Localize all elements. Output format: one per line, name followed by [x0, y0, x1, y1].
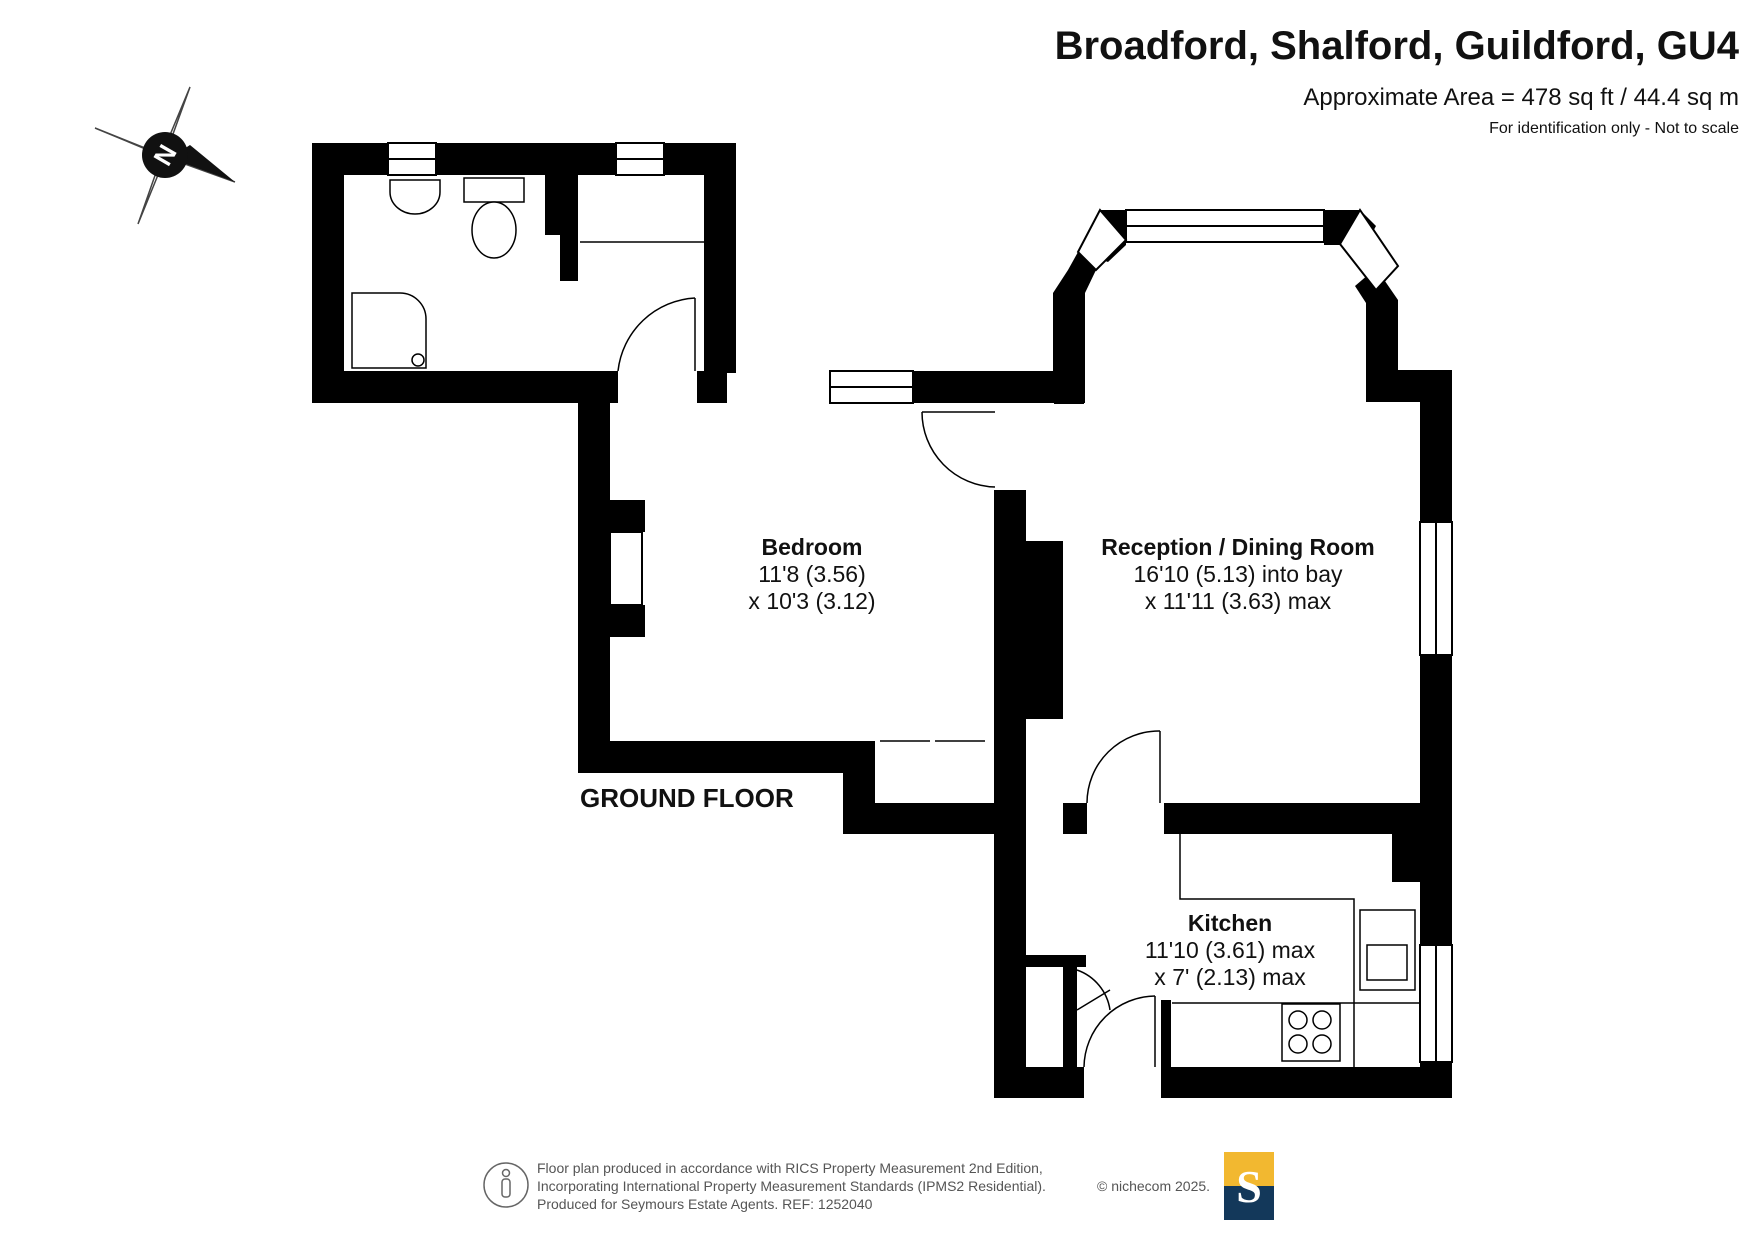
footer-disclaimer: Floor plan produced in accordance with R… [537, 1159, 1046, 1213]
reception-dim2: x 11'11 (3.63) max [1144, 588, 1332, 614]
seymours-logo: S [1224, 1152, 1274, 1220]
windows [387, 142, 1453, 1063]
kitchen-dim2: x 7' (2.13) max [1154, 964, 1306, 990]
bedroom-dim1: 11'8 (3.56) [758, 561, 866, 587]
compass-icon: N [94, 86, 236, 225]
hob-icon [1281, 1003, 1341, 1062]
footer-copyright: © nichecom 2025. [1097, 1178, 1211, 1194]
shower-tray-icon [351, 292, 427, 369]
bathroom-fixtures [351, 177, 704, 369]
toilet-bowl-icon [471, 201, 517, 259]
kitchen-name: Kitchen [1187, 910, 1273, 936]
footer-line1: Floor plan produced in accordance with R… [537, 1160, 1043, 1176]
walls [312, 143, 1452, 1098]
floor-label: GROUND FLOOR [580, 783, 794, 813]
sink-icon [1359, 909, 1416, 991]
reception-dim1: 16'10 (5.13) into bay [1133, 561, 1343, 587]
approximate-area: Approximate Area = 478 sq ft / 44.4 sq m [1303, 84, 1739, 111]
basin-icon [389, 179, 441, 215]
bedroom-dim2: x 10'3 (3.12) [748, 588, 876, 614]
bedroom-label: Bedroom 11'8 (3.56) x 10'3 (3.12) [748, 534, 875, 615]
bedroom-name: Bedroom [761, 534, 863, 560]
kitchen-label: Kitchen 11'10 (3.61) max x 7' (2.13) max [1145, 910, 1315, 991]
doors [617, 297, 1161, 1068]
footer-line3: Produced for Seymours Estate Agents. REF… [537, 1196, 873, 1212]
person-icon [483, 1162, 529, 1208]
kitchen-dim1: 11'10 (3.61) max [1144, 937, 1316, 963]
kitchen-fixtures [1172, 834, 1420, 1067]
logo-letter: S [1236, 1161, 1262, 1212]
reception-label: Reception / Dining Room 16'10 (5.13) int… [1101, 534, 1374, 615]
reception-name: Reception / Dining Room [1101, 534, 1375, 560]
scale-note: For identification only - Not to scale [1489, 120, 1739, 137]
footer-line2: Incorporating International Property Mea… [537, 1178, 1046, 1194]
page-title: Broadford, Shalford, Guildford, GU4 [1054, 24, 1739, 68]
toilet-cistern-icon [463, 177, 525, 203]
